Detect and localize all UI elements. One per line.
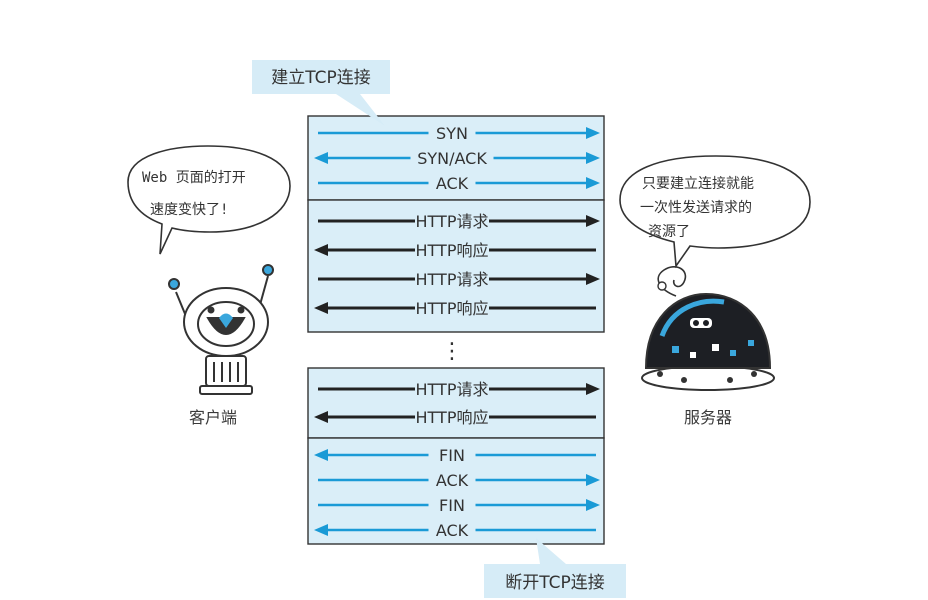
- arrow-head-right: [586, 474, 600, 486]
- message-label: FIN: [439, 496, 465, 515]
- panel-http-2: [307, 367, 605, 439]
- message-row: HTTP请求: [318, 270, 600, 289]
- message-label: HTTP请求: [416, 380, 489, 399]
- client-speech-bubble: Web 页面的打开 速度变快了!: [127, 145, 291, 255]
- arrow-head-left: [314, 411, 328, 423]
- message-label: SYN/ACK: [417, 149, 487, 168]
- arrow-head-left: [314, 449, 328, 461]
- message-row: ACK: [314, 521, 596, 540]
- server-speech-line-3: 资源了: [648, 224, 690, 240]
- message-row: ACK: [318, 174, 600, 193]
- message-label: HTTP请求: [416, 270, 489, 289]
- establish-label: 建立TCP连接: [271, 68, 371, 88]
- message-label: HTTP响应: [416, 241, 489, 260]
- arrow-head-left: [314, 302, 328, 314]
- client-robot-icon: [168, 264, 274, 395]
- message-row: HTTP响应: [314, 299, 596, 318]
- message-label: HTTP请求: [416, 212, 489, 231]
- close-callout: 断开TCP连接: [484, 538, 626, 598]
- message-label: ACK: [436, 521, 469, 540]
- message-label: ACK: [436, 174, 469, 193]
- arrow-head-right: [586, 177, 600, 189]
- arrow-head-right: [586, 273, 600, 285]
- message-row: SYN: [318, 124, 600, 143]
- message-row: HTTP请求: [318, 212, 600, 231]
- arrow-head-right: [586, 152, 600, 164]
- server-label: 服务器: [684, 408, 732, 427]
- message-row: HTTP响应: [314, 241, 596, 260]
- message-row: HTTP请求: [318, 380, 600, 399]
- message-row: SYN/ACK: [314, 149, 600, 168]
- message-label: FIN: [439, 446, 465, 465]
- message-label: SYN: [436, 124, 468, 143]
- message-label: ACK: [436, 471, 469, 490]
- message-label: HTTP响应: [416, 408, 489, 427]
- message-label: HTTP响应: [416, 299, 489, 318]
- client-label: 客户端: [189, 408, 237, 427]
- client-speech-line-1: Web 页面的打开: [142, 169, 246, 186]
- message-row: FIN: [314, 446, 596, 465]
- server-speech-line-1: 只要建立连接就能: [642, 175, 754, 192]
- arrow-head-right: [586, 499, 600, 511]
- message-row: HTTP响应: [314, 408, 596, 427]
- establish-callout: 建立TCP连接: [252, 60, 390, 126]
- arrow-head-left: [314, 244, 328, 256]
- server-speech-line-2: 一次性发送请求的: [640, 200, 752, 216]
- arrow-head-left: [314, 152, 328, 164]
- server-robot-icon: [641, 266, 775, 391]
- ellipsis: ⋮: [441, 339, 463, 364]
- client-speech-line-2: 速度变快了!: [150, 202, 228, 218]
- message-rows: SYN SYN/ACK ACK HTTP请求 HTTP响应 HTTP请求 HTTP响应 HTT…: [314, 124, 600, 540]
- message-row: FIN: [318, 496, 600, 515]
- message-row: ACK: [318, 471, 600, 490]
- arrow-head-right: [586, 127, 600, 139]
- arrow-head-right: [586, 383, 600, 395]
- arrow-head-left: [314, 524, 328, 536]
- arrow-head-right: [586, 215, 600, 227]
- close-label: 断开TCP连接: [505, 573, 605, 593]
- server-speech-bubble: 只要建立连接就能 一次性发送请求的 资源了: [619, 155, 811, 269]
